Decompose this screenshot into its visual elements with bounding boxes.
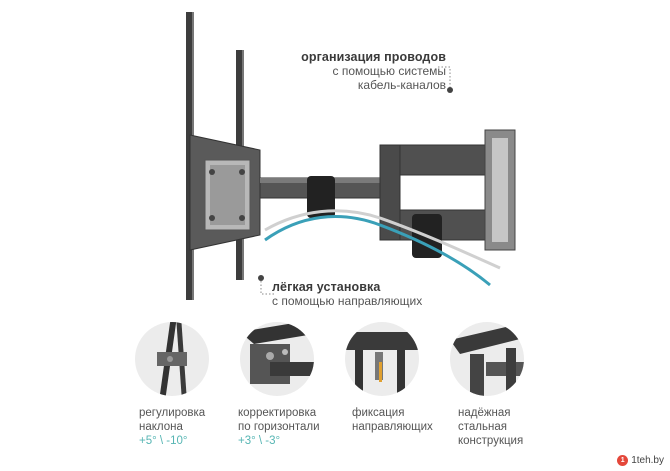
callout-title: лёгкая установка — [272, 280, 381, 294]
feature-caption-rail-lock: фиксация направляющих — [352, 406, 433, 434]
mount-bracket — [379, 144, 506, 176]
feature-caption-steel: надёжная стальная конструкция — [458, 406, 523, 448]
tv-wall-mount-image — [186, 12, 516, 300]
watermark-badge: 1 — [617, 455, 629, 466]
rail-lock-icon — [345, 322, 419, 396]
callout-line: кабель-каналов — [357, 78, 446, 92]
callout-line: с помощью направляющих — [272, 294, 423, 308]
callout-leader-line — [438, 66, 453, 93]
feature-caption-tilt: регулировка наклона +5° \ -10° — [139, 406, 205, 448]
cable-blue — [264, 215, 491, 287]
steel-construction-icon — [450, 322, 524, 396]
cable-clip-1 — [307, 176, 335, 218]
caption-accent-value: +3° \ -3° — [238, 435, 281, 447]
caption-line: регулировка — [139, 407, 206, 419]
caption-line: наклона — [139, 421, 183, 433]
caption-line: надёжная — [458, 407, 511, 419]
caption-line: фиксация — [352, 407, 405, 419]
watermark-brand: 1teh.by — [631, 455, 664, 466]
callout-title: организация проводов — [301, 50, 446, 64]
caption-line: стальная — [458, 421, 507, 433]
watermark: 1 1teh.by — [617, 455, 664, 466]
caption-line: корректировка — [238, 407, 317, 419]
caption-accent-value: +5° \ -10° — [139, 435, 188, 447]
horizontal-correction-icon — [240, 322, 314, 396]
cable-white — [264, 209, 501, 270]
cable-organization-callout: организация проводов с помощью системы к… — [296, 50, 446, 92]
caption-line: по горизонтали — [238, 421, 320, 433]
easy-install-callout: лёгкая установка с помощью направляющих — [272, 280, 472, 308]
feature-caption-horizontal: корректировка по горизонтали +3° \ -3° — [238, 406, 320, 448]
tilt-adjustment-icon — [135, 322, 209, 396]
callout-line: с помощью системы — [332, 64, 446, 78]
caption-line: направляющих — [352, 421, 433, 433]
caption-line: конструкция — [458, 435, 524, 447]
callout-leader-line — [258, 275, 274, 295]
